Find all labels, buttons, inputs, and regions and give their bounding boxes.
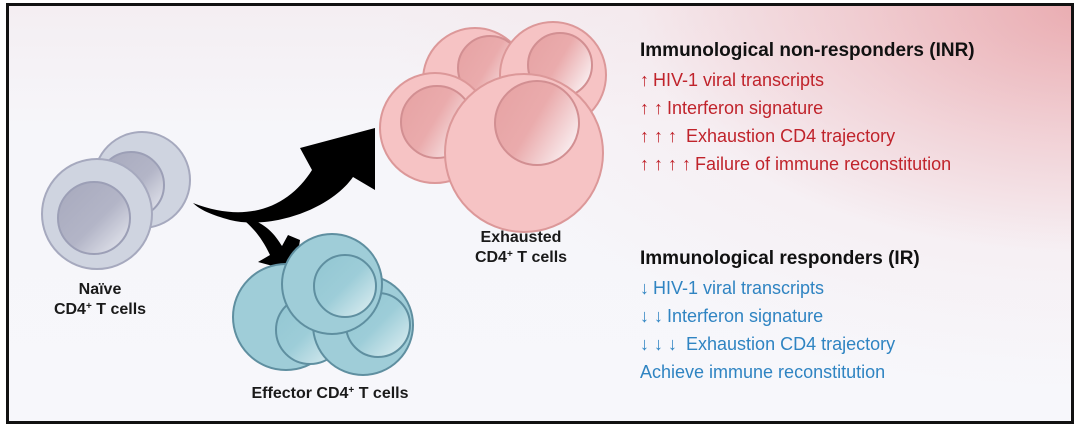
ir-panel: Immunological responders (IR) ↓HIV-1 vir… <box>640 244 920 386</box>
up-arrow-icon: ↑ ↑ ↑ ↑ <box>640 154 692 174</box>
exhausted-label-sup: + <box>506 249 513 260</box>
effector-cell-label: Effector CD4+ T cells <box>230 384 430 404</box>
inr-item: ↑ ↑ ↑ Exhaustion CD4 trajectory <box>640 122 975 150</box>
inr-item-text: HIV-1 viral transcripts <box>653 70 825 90</box>
effector-label-main: Effector CD4 <box>251 385 349 402</box>
naive-label-cd4: CD4 <box>53 301 86 318</box>
naive-label-sup: + <box>85 301 92 312</box>
naive-label-line1: Naïve <box>78 281 122 298</box>
ir-item-text: Exhaustion CD4 trajectory <box>681 334 896 354</box>
exhausted-cell-label: Exhausted CD4+ T cells <box>456 228 586 268</box>
exhausted-label-line2: CD4+ T cells <box>456 248 586 268</box>
ir-title: Immunological responders (IR) <box>640 248 920 269</box>
exhausted-label-line1: Exhausted <box>480 229 562 246</box>
exhausted-label-cd4: CD4 <box>474 249 507 266</box>
up-arrow-icon: ↑ ↑ <box>640 98 664 118</box>
inr-panel: Immunological non-responders (INR) ↑HIV-… <box>640 36 975 178</box>
arrow-to-exhausted-icon <box>193 128 375 223</box>
naive-cell-front <box>41 158 153 270</box>
inr-item-text: Failure of immune reconstitution <box>695 154 952 174</box>
naive-label-line2: CD4+ T cells <box>40 300 160 320</box>
ir-item: ↓HIV-1 viral transcripts <box>640 274 920 302</box>
inr-title: Immunological non-responders (INR) <box>640 40 975 61</box>
effector-label-sup: + <box>348 385 355 396</box>
down-arrow-icon: ↓ ↓ <box>640 306 664 326</box>
up-arrow-icon: ↑ ↑ ↑ <box>640 126 678 146</box>
ir-item: ↓ ↓ ↓ Exhaustion CD4 trajectory <box>640 330 920 358</box>
down-arrow-icon: ↓ <box>640 278 649 298</box>
effector-label-tail: T cells <box>354 385 409 402</box>
ir-item-text: Achieve immune reconstitution <box>640 362 886 382</box>
ir-item: Achieve immune reconstitution <box>640 358 920 386</box>
naive-cell-label: Naïve CD4+ T cells <box>40 280 160 320</box>
exhausted-label-tail: T cells <box>512 249 568 266</box>
inr-item-text: Exhaustion CD4 trajectory <box>681 126 896 146</box>
ir-item: ↓ ↓Interferon signature <box>640 302 920 330</box>
up-arrow-icon: ↑ <box>640 70 649 90</box>
inr-item: ↑HIV-1 viral transcripts <box>640 66 975 94</box>
arrow-to-effector-icon <box>246 218 300 272</box>
inr-item: ↑ ↑ ↑ ↑Failure of immune reconstitution <box>640 150 975 178</box>
ir-item-text: Interferon signature <box>667 306 824 326</box>
naive-label-tail: T cells <box>91 301 147 318</box>
down-arrow-icon: ↓ ↓ ↓ <box>640 334 678 354</box>
effector-cell-front <box>281 233 383 335</box>
inr-item: ↑ ↑Interferon signature <box>640 94 975 122</box>
exhausted-cell-front <box>444 73 604 233</box>
inr-item-text: Interferon signature <box>667 98 824 118</box>
ir-item-text: HIV-1 viral transcripts <box>653 278 825 298</box>
